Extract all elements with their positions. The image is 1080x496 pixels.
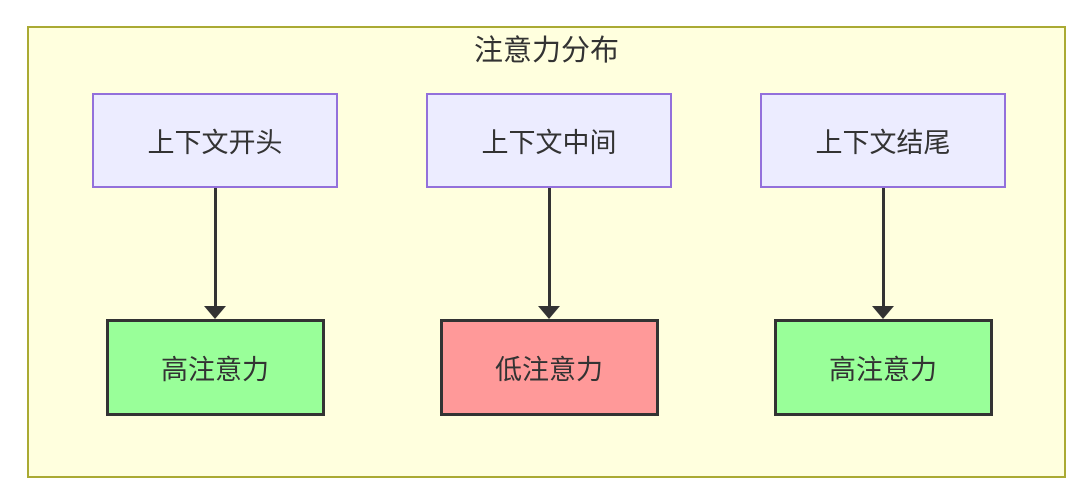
arrowhead-down-icon	[204, 306, 226, 319]
arrow-stem	[547, 188, 551, 306]
arrow-context-end-to-result	[872, 188, 894, 319]
cluster-title: 注意力分布	[473, 35, 619, 67]
node-context-start: 上下文开头	[92, 93, 338, 188]
arrowhead-down-icon	[872, 306, 894, 319]
column-context-end: 上下文结尾 高注意力	[760, 93, 1006, 416]
node-context-end: 上下文结尾	[760, 93, 1006, 188]
arrow-context-middle-to-result	[538, 188, 560, 319]
node-context-middle: 上下文中间	[426, 93, 672, 188]
attention-distribution-cluster: 注意力分布 上下文开头 高注意力 上下文中间 低注意力 上下文结尾 高注意力	[27, 26, 1066, 478]
column-context-middle: 上下文中间 低注意力	[426, 93, 672, 416]
column-context-start: 上下文开头 高注意力	[92, 93, 338, 416]
arrow-stem	[213, 188, 217, 306]
node-high-attention-left: 高注意力	[105, 319, 325, 416]
arrowhead-down-icon	[538, 306, 560, 319]
node-low-attention: 低注意力	[439, 319, 659, 416]
node-high-attention-right: 高注意力	[773, 319, 993, 416]
arrow-context-start-to-result	[204, 188, 226, 319]
arrow-stem	[881, 188, 885, 306]
